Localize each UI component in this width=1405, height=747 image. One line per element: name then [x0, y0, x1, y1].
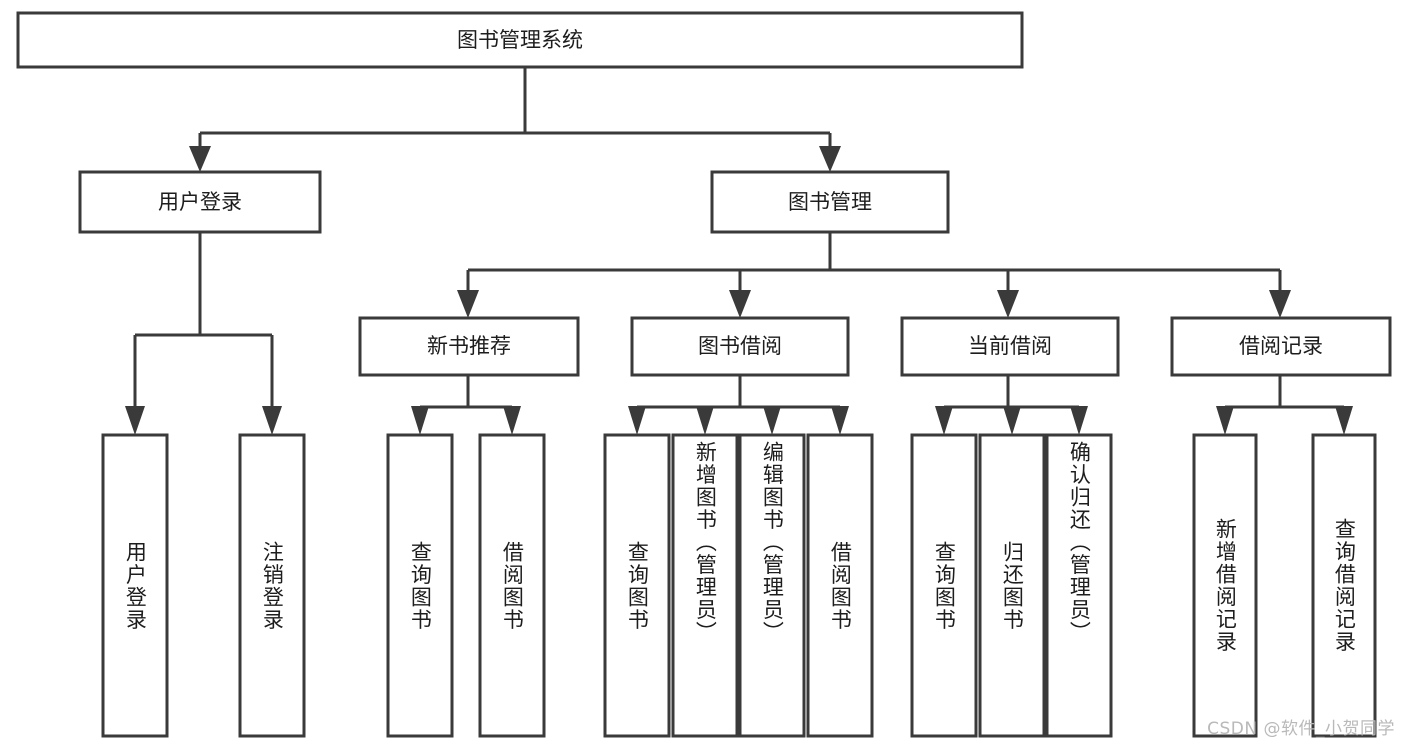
node-leaf-user-logout-rect[interactable]: [238, 433, 306, 738]
node-user-login[interactable]: 用户登录: [78, 170, 322, 234]
node-current-borrow-label: 当前借阅: [968, 334, 1052, 358]
arrow-icon-leaf-borrow-query-book: [628, 406, 646, 435]
node-current-borrow-rect[interactable]: [900, 316, 1120, 377]
node-book-manage-rect[interactable]: [710, 170, 950, 234]
node-borrow-record[interactable]: 借阅记录: [1170, 316, 1392, 377]
node-book-borrow[interactable]: 图书借阅: [630, 316, 850, 377]
connector-book-borrow-to-leaves: [628, 375, 849, 435]
node-leaf-record-query-rect[interactable]: [1311, 433, 1377, 738]
node-root-rect[interactable]: [16, 11, 1024, 69]
arrow-icon-leaf-current-return-book: [1003, 406, 1021, 435]
connector-book-manage-to-level3: [457, 232, 1291, 318]
arrow-icon-leaf-user-login: [125, 406, 145, 435]
node-leaf-borrow-borrow-book-rect[interactable]: [806, 433, 874, 738]
node-leaf-user-login-rect[interactable]: [101, 433, 169, 738]
node-book-borrow-rect[interactable]: [630, 316, 850, 377]
leaf-boxes: [101, 433, 1377, 738]
arrow-icon-leaf-borrow-borrow-book: [831, 406, 849, 435]
arrow-icon-user-login: [189, 146, 211, 172]
arrow-icon-leaf-rec-query-book: [411, 406, 429, 435]
node-new-book-rec[interactable]: 新书推荐: [358, 316, 580, 377]
arrow-icon-book-borrow: [729, 290, 751, 318]
arrow-icon-leaf-record-query: [1335, 406, 1353, 435]
arrow-icon-book-manage: [819, 146, 841, 172]
arrow-icon-leaf-user-logout: [262, 406, 282, 435]
connector-user-login-to-leaves: [125, 232, 282, 435]
arrow-icon-borrow-record: [1269, 290, 1291, 318]
node-leaf-borrow-edit-book-rect[interactable]: [738, 433, 806, 738]
node-borrow-record-rect[interactable]: [1170, 316, 1392, 377]
node-book-manage[interactable]: 图书管理: [710, 170, 950, 234]
node-book-manage-label: 图书管理: [788, 190, 872, 214]
node-new-book-rec-rect[interactable]: [358, 316, 580, 377]
connector-new-book-rec-to-leaves: [411, 375, 521, 435]
node-leaf-borrow-query-book-rect[interactable]: [603, 433, 671, 738]
node-user-login-label: 用户登录: [158, 190, 242, 214]
node-leaf-borrow-add-book-rect[interactable]: [671, 433, 739, 738]
node-leaf-current-query-book-rect[interactable]: [910, 433, 978, 738]
connector-current-borrow-to-leaves: [935, 375, 1088, 435]
arrow-icon-leaf-rec-borrow-book: [503, 406, 521, 435]
node-root-label: 图书管理系统: [457, 28, 583, 52]
arrow-icon-current-borrow: [997, 290, 1019, 318]
arrow-icon-leaf-borrow-edit-book: [763, 406, 781, 435]
arrow-icon-leaf-record-add: [1216, 406, 1234, 435]
arrow-icon-leaf-borrow-add-book: [696, 406, 714, 435]
node-leaf-rec-borrow-book-rect[interactable]: [478, 433, 546, 738]
node-borrow-record-label: 借阅记录: [1239, 334, 1323, 358]
connector-borrow-record-to-leaves: [1216, 375, 1353, 435]
arrow-icon-leaf-current-confirm-return: [1070, 406, 1088, 435]
node-leaf-record-add-rect[interactable]: [1192, 433, 1258, 738]
arrow-icon-new-book-rec: [457, 290, 479, 318]
node-leaf-rec-query-book-rect[interactable]: [386, 433, 454, 738]
node-leaf-current-return-book-rect[interactable]: [978, 433, 1046, 738]
node-current-borrow[interactable]: 当前借阅: [900, 316, 1120, 377]
node-root[interactable]: 图书管理系统: [16, 11, 1024, 69]
node-book-borrow-label: 图书借阅: [698, 334, 782, 358]
connector-root-to-level2: [189, 67, 841, 172]
node-leaf-current-confirm-return-rect[interactable]: [1045, 433, 1113, 738]
node-user-login-rect[interactable]: [78, 170, 322, 234]
arrow-icon-leaf-current-query-book: [935, 406, 953, 435]
node-new-book-rec-label: 新书推荐: [427, 334, 511, 358]
